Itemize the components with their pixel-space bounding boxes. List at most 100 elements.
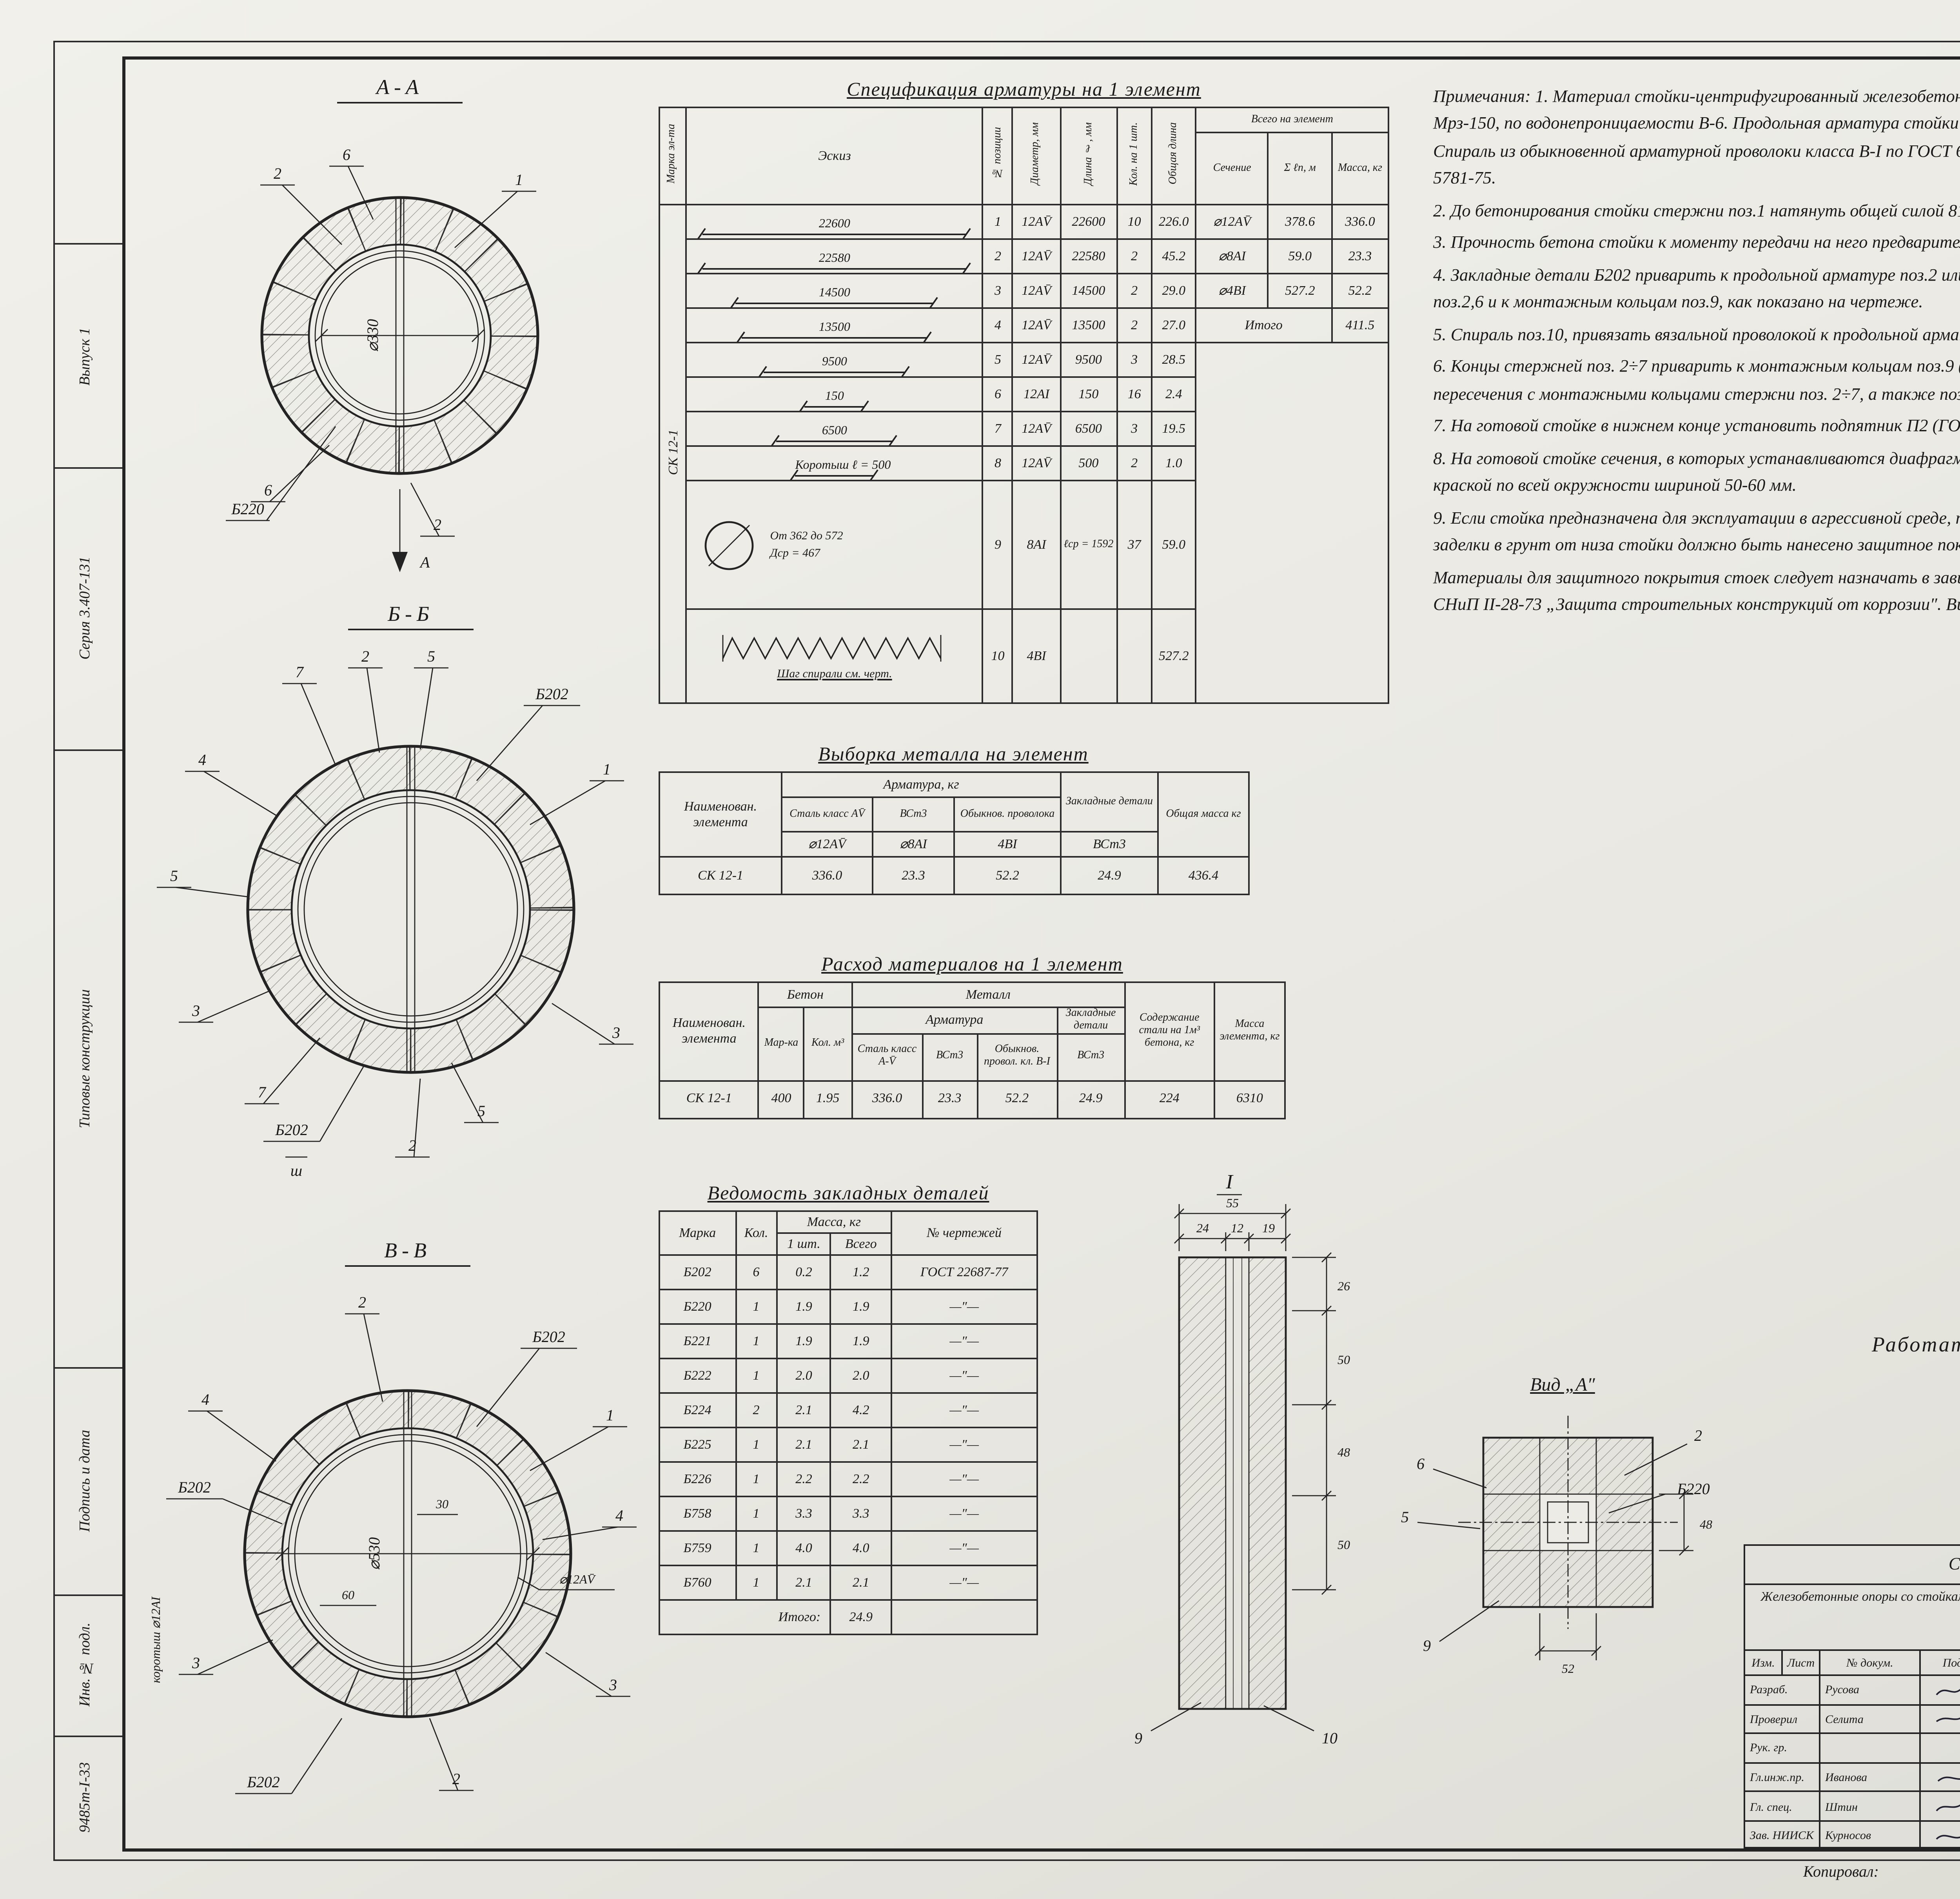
- callout-9: 9: [1423, 1637, 1431, 1654]
- note-paragraph: Материалы для защитного покрытия стоек с…: [1433, 568, 1960, 615]
- margin-label-tipovye: Типовые конструкции: [78, 988, 94, 1128]
- value-cell: 400: [758, 1079, 805, 1119]
- table-row: Сечение Σ ℓп, м Масса, кг: [659, 132, 1390, 205]
- note-paragraph: 3. Прочность бетона стойки к моменту пер…: [1433, 234, 1960, 253]
- callout-4: 4: [198, 751, 206, 769]
- all-cell: 3.3: [830, 1496, 892, 1532]
- one-cell: 1.9: [776, 1323, 832, 1359]
- callout-5: 5: [427, 648, 435, 665]
- radial-segment-lines: [245, 1391, 571, 1717]
- value-cell: 6310: [1213, 1079, 1286, 1119]
- concrete-ring-hatch: [262, 198, 538, 473]
- leader-line: [222, 1498, 283, 1525]
- series-label: Серия 3.407-131 Вып. 1: [1745, 1546, 1960, 1583]
- dim-tick: [1535, 1646, 1545, 1656]
- total-value-cell: 24.9: [830, 1599, 892, 1635]
- dwg-cell: —″—: [890, 1323, 1038, 1359]
- dim-52: 52: [1562, 1661, 1574, 1676]
- mark-cell: Б222: [659, 1358, 737, 1394]
- dia-cell: 4ВI: [1012, 608, 1061, 704]
- signature-scribble: [1935, 1688, 1960, 1695]
- dwg-cell: —″—: [890, 1427, 1038, 1463]
- mark-cell: Б225: [659, 1427, 737, 1463]
- one-cell: 3.3: [776, 1496, 832, 1532]
- leader-line: [1608, 1493, 1666, 1514]
- view-a-drawing: 6 5 2 Б220 9 52 48: [1401, 1416, 1712, 1676]
- header-one: 1 шт.: [776, 1232, 832, 1256]
- pos-cell: 1: [982, 204, 1014, 240]
- spiral-caption: Шаг спирали см. черт.: [777, 666, 892, 680]
- header-grade: Мар-ка: [758, 1007, 805, 1081]
- header-izm: Изм.: [1745, 1651, 1783, 1674]
- concrete-hatch-right: [1249, 1257, 1286, 1709]
- header-mark: Марка: [659, 1210, 737, 1256]
- table-row: 1 шт. Всего: [659, 1232, 1037, 1256]
- table-row: Марка Кол. Масса, кг № чертежей: [659, 1210, 1038, 1256]
- callout-6: 6: [1417, 1455, 1425, 1473]
- spec-table-title: Спецификация арматуры на 1 элемент: [847, 78, 1201, 100]
- len-cell: [1059, 608, 1118, 704]
- qty-cell: 1: [735, 1530, 778, 1566]
- mark-cell: Б759: [659, 1530, 737, 1566]
- qty-cell: 37: [1116, 480, 1152, 610]
- element-mark-cell: СК 12-1: [658, 204, 687, 704]
- header-emb-vst3: ВСт3: [1060, 831, 1159, 858]
- tot-cell: 527.2: [1151, 608, 1197, 704]
- dia-cell: 12АV̄: [1012, 411, 1061, 447]
- dia-cell: 12АV̄: [1012, 307, 1061, 343]
- leader-line: [530, 1426, 609, 1471]
- one-cell: 2.1: [776, 1565, 832, 1601]
- note-paragraph: 7. На готовой стойке в нижнем конце уста…: [1433, 417, 1960, 436]
- callout-2b: 2: [452, 1770, 460, 1788]
- leader-line: [319, 1066, 365, 1142]
- column-outline: [1178, 1256, 1287, 1710]
- spiral-circle: [297, 796, 524, 1023]
- header-concrete: Бетон: [758, 981, 853, 1008]
- table-row: Мар-ка Кол. м³ Арматура Закладные детали: [659, 1007, 1285, 1081]
- outer-circle: [260, 196, 539, 475]
- tot-cell: 19.5: [1151, 411, 1197, 447]
- sketch-cell: 22580: [685, 238, 984, 274]
- note-paragraph: 8. На готовой стойке сечения, в которых …: [1433, 449, 1960, 496]
- header-steel-content: Содержание стали на 1м³ бетона, кг: [1123, 981, 1215, 1081]
- header-pos: № позиции: [982, 107, 1014, 205]
- tot-cell: 28.5: [1151, 342, 1197, 378]
- table-row: Наименован. элемента Арматура, кг Заклад…: [659, 771, 1250, 858]
- header-list: Лист: [1783, 1651, 1820, 1674]
- margin-divider: [53, 467, 122, 469]
- mass-cell: 336.0: [1330, 204, 1390, 240]
- section-vv-title: В-В: [345, 1239, 470, 1267]
- qty-cell: 10: [1116, 204, 1152, 240]
- empty-cell: [890, 1599, 1038, 1635]
- title-block: Серия 3.407-131 Вып. 1 36 Железобетонные…: [1744, 1544, 1960, 1850]
- leader-line: [542, 1526, 618, 1540]
- header-embedded: Закладные детали: [1056, 1007, 1125, 1034]
- table-row: Наименован. элемента Бетон Металл Содерж…: [658, 981, 1286, 1081]
- tot-cell: 27.0: [1151, 307, 1197, 343]
- detail-i-drawing: I 55 24 12 19 26 50 48 50 9 10: [1134, 1171, 1350, 1747]
- element-name-cell: СК 12-1: [658, 1079, 760, 1119]
- drawing-frame: [122, 56, 1960, 1852]
- note-paragraph: Примечания: 1. Материал стойки-центрифуг…: [1433, 88, 1960, 189]
- pos-cell: 8: [982, 445, 1014, 481]
- signature-row: Гл.инж.пр.Иванова: [1745, 1763, 1960, 1793]
- leader-line: [300, 683, 336, 765]
- header-vst3: ВСт3: [872, 796, 955, 833]
- callout-2: 2: [1694, 1427, 1702, 1444]
- qty-cell: 1: [735, 1565, 778, 1601]
- leader-line: [197, 1639, 273, 1675]
- sec-cell: ⌀12АV̄: [1195, 204, 1269, 240]
- qty-cell: 2: [1116, 273, 1152, 309]
- qty-cell: 3: [1116, 411, 1152, 447]
- mark-cell: Б758: [659, 1496, 737, 1532]
- leader-line: [263, 1037, 321, 1104]
- materials-table: Наименован. элемента Бетон Металл Содерж…: [658, 981, 1286, 1119]
- mounting-ring-sketch: [705, 520, 754, 570]
- margin-label-seriya: Серия 3.407-131: [78, 557, 94, 660]
- header-volume: Кол. м³: [803, 1007, 853, 1081]
